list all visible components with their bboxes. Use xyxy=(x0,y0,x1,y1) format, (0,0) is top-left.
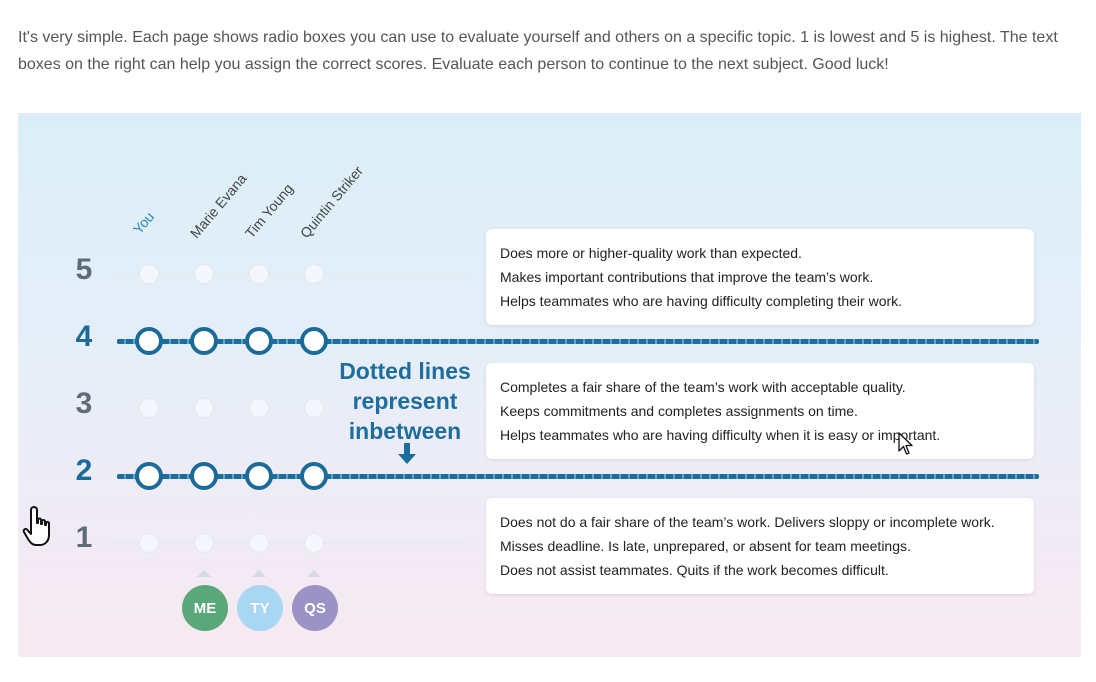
desc-high-2: Makes important contributions that impro… xyxy=(500,269,874,285)
row-line-5 xyxy=(115,273,467,275)
dotted-line-2 xyxy=(117,474,1039,479)
person-label-marie-evana: Marie Evana xyxy=(186,170,250,241)
desc-high-1: Does more or higher-quality work than ex… xyxy=(500,245,802,261)
hand-pointer-icon xyxy=(22,506,50,546)
radio-2-tim-young[interactable] xyxy=(245,462,273,490)
desc-mid-3: Helps teammates who are having difficult… xyxy=(500,427,941,443)
description-box-low: Does not do a fair share of the team’s w… xyxy=(486,498,1034,594)
radio-4-marie-evana[interactable] xyxy=(190,327,218,355)
row-line-3 xyxy=(115,407,327,409)
radio-4-tim-young[interactable] xyxy=(245,327,273,355)
radio-3-you[interactable] xyxy=(139,398,159,418)
score-label-5: 5 xyxy=(75,253,93,286)
dotted-line-4 xyxy=(117,339,1039,344)
radio-5-tim-young[interactable] xyxy=(249,264,269,284)
score-label-3: 3 xyxy=(75,387,93,420)
desc-low-2: Misses deadline. Is late, unprepared, or… xyxy=(500,538,911,554)
radio-1-quintin-striker[interactable] xyxy=(304,533,324,553)
person-label-you: You xyxy=(129,208,158,237)
radio-3-tim-young[interactable] xyxy=(249,398,269,418)
radio-5-marie-evana[interactable] xyxy=(194,264,214,284)
avatar-pointer-me xyxy=(197,570,211,577)
callout-line-1: Dotted lines xyxy=(339,358,471,384)
description-box-mid: Completes a fair share of the team’s wor… xyxy=(486,363,1034,459)
desc-high-3: Helps teammates who are having difficult… xyxy=(500,293,903,309)
description-box-high: Does more or higher-quality work than ex… xyxy=(486,229,1034,325)
instructions-text: It's very simple. Each page shows radio … xyxy=(18,29,1058,73)
desc-low-3: Does not assist teammates. Quits if the … xyxy=(500,562,889,578)
callout-line-2: represent xyxy=(352,388,458,414)
dotted-lines-callout: Dotted lines represent inbetween xyxy=(330,356,480,446)
radio-5-you[interactable] xyxy=(139,264,159,284)
arrow-down-icon xyxy=(398,443,416,464)
evaluation-panel: You Marie Evana Tim Young Quintin Strike… xyxy=(18,113,1081,657)
avatar-me[interactable]: ME xyxy=(182,585,228,631)
arrow-cursor-icon xyxy=(898,432,913,455)
radio-4-you[interactable] xyxy=(135,327,163,355)
person-label-tim-young: Tim Young xyxy=(241,180,297,241)
avatar-ty[interactable]: TY xyxy=(237,585,283,631)
score-label-1: 1 xyxy=(75,521,93,554)
radio-2-marie-evana[interactable] xyxy=(190,462,218,490)
radio-3-marie-evana[interactable] xyxy=(194,398,214,418)
avatar-qs[interactable]: QS xyxy=(292,585,338,631)
desc-mid-1: Completes a fair share of the team’s wor… xyxy=(500,379,906,395)
score-label-4: 4 xyxy=(75,320,93,353)
radio-1-marie-evana[interactable] xyxy=(194,533,214,553)
avatar-pointer-ty xyxy=(252,570,266,577)
row-line-1 xyxy=(115,542,467,544)
person-label-quintin-striker: Quintin Striker xyxy=(296,162,367,241)
radio-3-quintin-striker[interactable] xyxy=(304,398,324,418)
desc-low-1: Does not do a fair share of the team’s w… xyxy=(500,514,995,530)
callout-line-3: inbetween xyxy=(348,418,462,444)
desc-mid-2: Keeps commitments and completes assignme… xyxy=(500,403,858,419)
radio-1-you[interactable] xyxy=(139,533,159,553)
radio-4-quintin-striker[interactable] xyxy=(300,327,328,355)
score-label-2: 2 xyxy=(75,454,93,487)
radio-2-quintin-striker[interactable] xyxy=(300,462,328,490)
radio-1-tim-young[interactable] xyxy=(249,533,269,553)
avatar-pointer-qs xyxy=(307,570,321,577)
radio-2-you[interactable] xyxy=(135,462,163,490)
radio-5-quintin-striker[interactable] xyxy=(304,264,324,284)
